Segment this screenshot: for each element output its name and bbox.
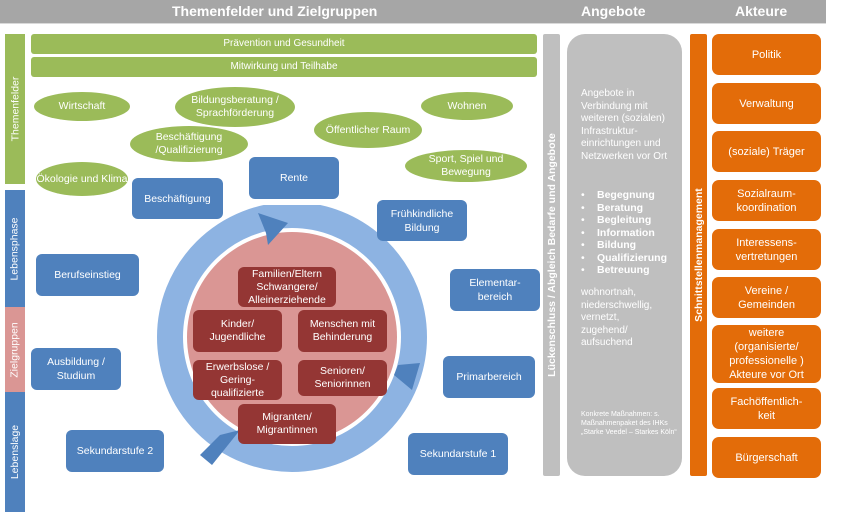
side-label-lebensphase: Lebensphase — [5, 190, 25, 307]
themenfeld-bildungsberatung: Bildungsberatung / Sprachförderung — [175, 87, 295, 127]
angebote-item: Begegnung — [581, 189, 667, 202]
lebensphase-rente: Rente — [249, 157, 339, 199]
schnittstellenmanagement-text: Schnittstellenmanagement — [692, 188, 705, 322]
header-bar: Themenfelder und Zielgruppen Angebote Ak… — [0, 0, 826, 24]
angebote-item: Qualifizierung — [581, 252, 667, 265]
angebote-attributes: wohnortnah, niederschwellig, vernetzt, z… — [581, 287, 653, 348]
themenfeld-bar-praevention: Prävention und Gesundheit — [31, 34, 537, 54]
angebote-list: Begegnung Beratung Begleitung Informatio… — [581, 189, 667, 277]
header-akteure: Akteure — [735, 3, 788, 19]
angebote-item: Begleitung — [581, 214, 667, 227]
side-label-zielgruppen-text: Zielgruppen — [9, 321, 22, 378]
themenfeld-oeffentlicher-raum: Öffentlicher Raum — [314, 112, 422, 148]
schnittstellenmanagement-bar: Schnittstellenmanagement — [690, 34, 707, 476]
angebote-item: Beratung — [581, 202, 667, 215]
akteur-fachoeffentlichkeit: Fachöffentlich-keit — [712, 388, 821, 429]
side-label-lebenslage-text: Lebenslage — [9, 424, 21, 480]
themenfeld-wirtschaft: Wirtschaft — [34, 92, 130, 121]
akteur-vereine-gemeinden: Vereine / Gemeinden — [712, 277, 821, 318]
side-label-themenfelder-text: Themenfelder — [9, 76, 22, 142]
themenfeld-wohnen: Wohnen — [421, 92, 513, 120]
zielgruppe-familien: Familien/Eltern Schwangere/ Alleinerzieh… — [238, 267, 336, 307]
akteur-sozialraumkoordination: Sozialraum-koordination — [712, 180, 821, 221]
lebensphase-primarbereich: Primarbereich — [443, 356, 535, 398]
themenfeld-sport-spiel: Sport, Spiel und Bewegung — [405, 150, 527, 182]
zielgruppe-kinder-jugendliche: Kinder/ Jugendliche — [193, 310, 282, 352]
lebensphase-ausbildung-studium: Ausbildung / Studium — [31, 348, 121, 390]
ring-arrow-right — [394, 363, 420, 390]
themenfeld-oekologie-klima: Ökologie und Klima — [36, 162, 128, 196]
zielgruppe-erwerbslose: Erwerbslose / Gering-qualifizierte — [193, 360, 282, 400]
side-label-lebensphase-text: Lebensphase — [9, 216, 21, 281]
lebenszyklus-ring — [157, 205, 427, 472]
ring-arrow-bottom — [200, 430, 240, 465]
lebensphase-fruehkindliche-bildung: Frühkindliche Bildung — [377, 200, 467, 241]
lueckenschluss-text: Lückenschluss / Abgleich Bedarfe und Ang… — [545, 133, 558, 377]
angebote-panel: Angebote in Verbindung mit weiteren (soz… — [567, 34, 682, 476]
themenfeld-bar-mitwirkung: Mitwirkung und Teilhabe — [31, 57, 537, 77]
angebote-note: Konkrete Maßnahmen: s. Maßnahmenpaket de… — [581, 411, 677, 436]
akteur-politik: Politik — [712, 34, 821, 75]
angebote-item: Information — [581, 227, 667, 240]
zielgruppe-menschen-mit-behinderung: Menschen mit Behinderung — [298, 310, 387, 352]
lebensphase-elementarbereich: Elementar-bereich — [450, 269, 540, 311]
zielgruppe-senioren: Senioren/ Seniorinnen — [298, 360, 387, 396]
lebensphase-berufseinstieg: Berufseinstieg — [36, 254, 139, 296]
akteur-interessensvertretungen: Interessens-vertretungen — [712, 229, 821, 270]
angebote-intro: Angebote in Verbindung mit weiteren (soz… — [581, 88, 668, 162]
zielgruppe-migranten: Migranten/ Migrantinnen — [238, 404, 336, 444]
lebensphase-sekundarstufe-1: Sekundarstufe 1 — [408, 433, 508, 475]
header-angebote: Angebote — [581, 3, 646, 19]
angebote-item: Bildung — [581, 239, 667, 252]
akteur-buergerschaft: Bürgerschaft — [712, 437, 821, 478]
lebensphase-sekundarstufe-2: Sekundarstufe 2 — [66, 430, 164, 472]
header-themenfelder-zielgruppen: Themenfelder und Zielgruppen — [172, 3, 378, 19]
lueckenschluss-bar: Lückenschluss / Abgleich Bedarfe und Ang… — [543, 34, 560, 476]
ring-arrow-top — [258, 213, 288, 245]
lebensphase-beschaeftigung: Beschäftigung — [132, 178, 223, 219]
akteur-soziale-traeger: (soziale) Träger — [712, 131, 821, 172]
side-label-lebenslage: Lebenslage — [5, 392, 25, 512]
akteur-verwaltung: Verwaltung — [712, 83, 821, 124]
angebote-item: Betreuung — [581, 264, 667, 277]
ring-circle — [157, 205, 427, 472]
side-label-themenfelder: Themenfelder — [5, 34, 25, 184]
akteur-weitere: weitere (organisierte/ professionelle ) … — [712, 325, 821, 383]
themenfeld-beschaeftigung-qualifizierung: Beschäftigung /Qualifizierung — [130, 126, 248, 162]
side-label-zielgruppen: Zielgruppen — [5, 307, 25, 392]
